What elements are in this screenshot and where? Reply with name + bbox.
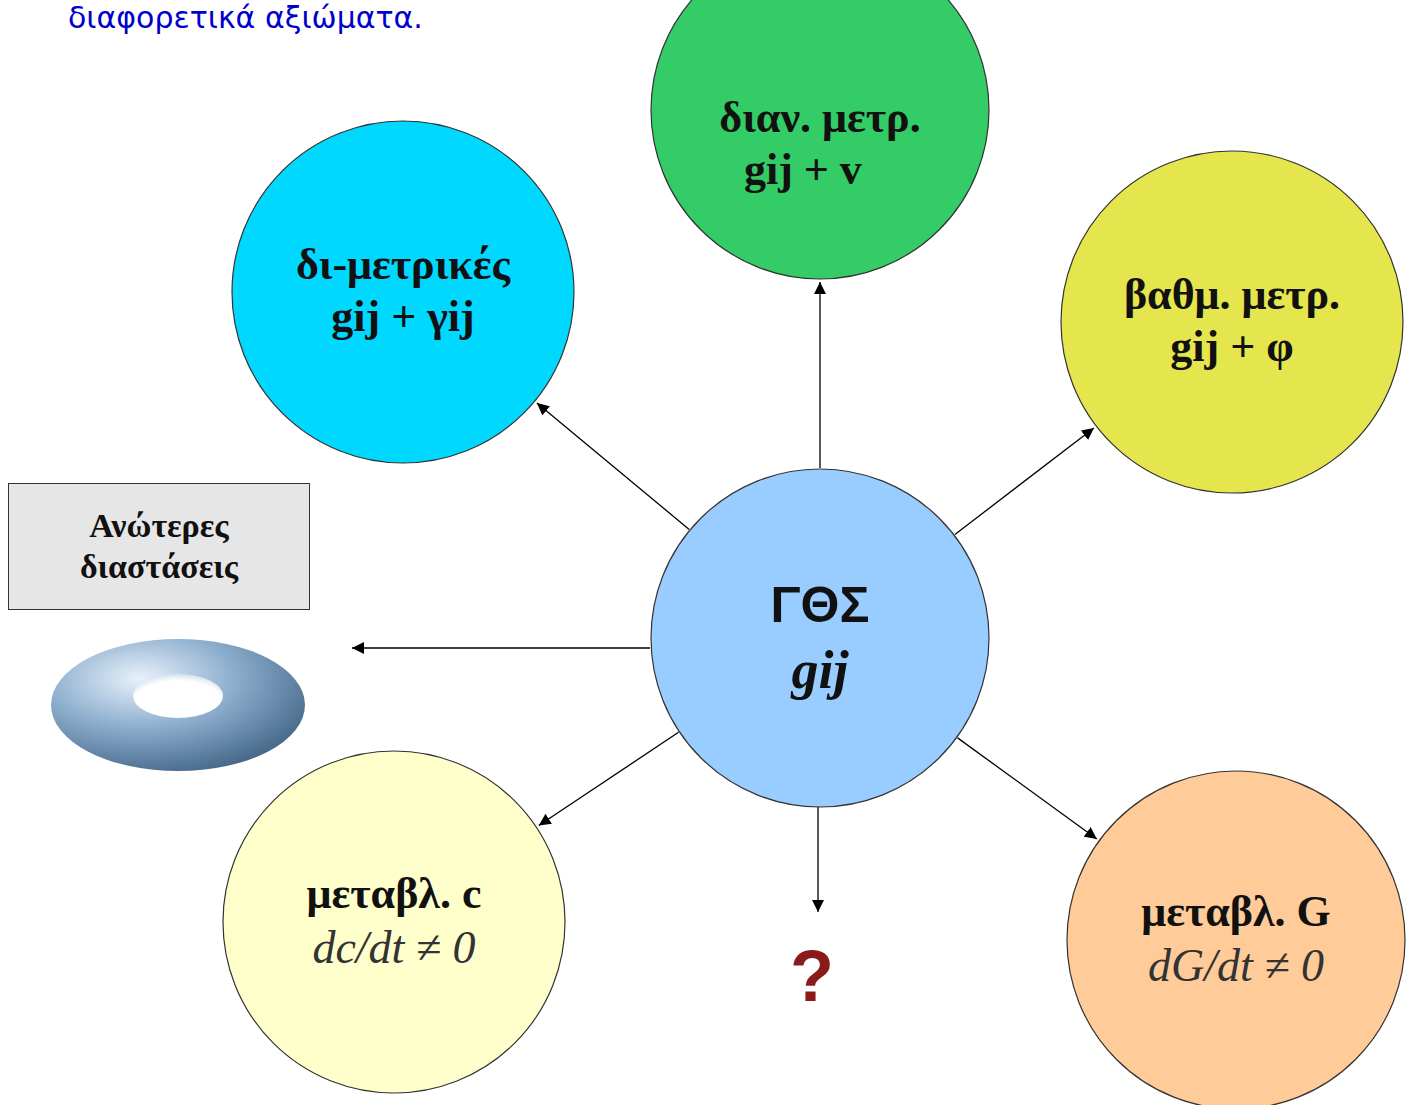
circle-outline xyxy=(650,468,990,808)
green-circle: διαν. μετρ.gij + v⃗ xyxy=(650,0,990,280)
node-heading: βαθμ. μετρ. xyxy=(1124,270,1340,321)
node-heading: δι-μετρικές xyxy=(296,240,510,291)
arrow-connector xyxy=(819,282,820,468)
node-heading: ΓΘΣ xyxy=(771,573,870,638)
node-heading: μεταβλ. G xyxy=(1141,887,1331,938)
center-circle: ΓΘΣgij xyxy=(650,468,990,808)
node-formula: gij + φ xyxy=(1170,321,1293,374)
arrow-connector xyxy=(955,428,1094,535)
arrow-connector xyxy=(537,403,689,529)
node-formula: gij + v⃗ xyxy=(744,144,896,197)
yellow-circle: βαθμ. μετρ.gij + φ xyxy=(1060,150,1404,494)
question-mark: ? xyxy=(790,935,834,1017)
grey-label-box: Ανώτερες διαστάσεις xyxy=(8,483,310,610)
arrow-to-question xyxy=(817,805,818,912)
torus-illustration xyxy=(51,639,305,771)
orange-circle: μεταβλ. GdG/dt ≠ 0 xyxy=(1066,770,1406,1105)
arrow-connector xyxy=(958,738,1097,839)
node-heading: μεταβλ. c xyxy=(307,869,482,920)
node-formula: dG/dt ≠ 0 xyxy=(1148,938,1324,993)
node-formula: gij + γij xyxy=(331,291,474,344)
heading-fragment: διαφορετικά αξιώματα. xyxy=(68,0,423,35)
pale-yellow-circle: μεταβλ. cdc/dt ≠ 0 xyxy=(222,750,566,1094)
cyan-circle: δι-μετρικέςgij + γij xyxy=(231,120,575,464)
circle-outline xyxy=(1066,770,1406,1105)
arrow-connector xyxy=(539,732,679,825)
node-formula: gij xyxy=(791,638,848,703)
node-formula: dc/dt ≠ 0 xyxy=(312,920,475,975)
node-heading: διαν. μετρ. xyxy=(719,93,920,144)
arrow-to-torus xyxy=(352,647,650,648)
node-heading: Ανώτερες διαστάσεις xyxy=(23,506,295,588)
